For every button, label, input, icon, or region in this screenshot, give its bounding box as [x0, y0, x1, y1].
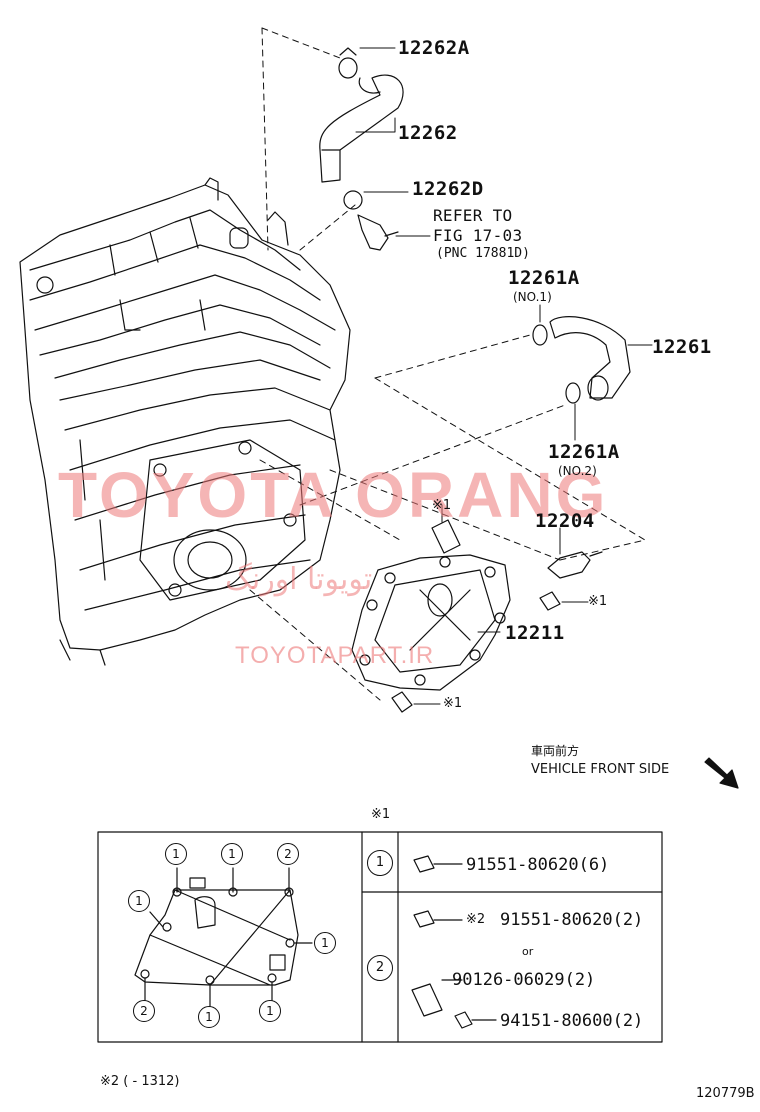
- part-label-12262a[interactable]: 12262A: [398, 37, 470, 59]
- mark-x1-nut: ※1: [588, 594, 608, 609]
- table-key-1: 1: [367, 850, 393, 876]
- part-sub-no1: (NO.1): [513, 290, 552, 304]
- refer-line-1: REFER TO: [433, 206, 513, 225]
- callout-1-e: 1: [198, 1006, 220, 1028]
- part-sub-no2: (NO.2): [558, 464, 597, 478]
- table-part-91551-6[interactable]: 91551-80620(6): [466, 855, 610, 875]
- hose-12262-drawing: [319, 74, 404, 183]
- plate-12211-drawing: [351, 554, 511, 691]
- table-prefix-x2: ※2: [466, 912, 486, 927]
- refer-line-2: FIG 17-03: [433, 226, 523, 245]
- callout-1-b: 1: [221, 843, 243, 865]
- part-label-12262d[interactable]: 12262D: [412, 178, 484, 200]
- callout-2-a: 2: [277, 843, 299, 865]
- table-header-mark: ※1: [371, 807, 391, 822]
- table-part-94151[interactable]: 94151-80600(2): [500, 1011, 644, 1031]
- callout-1-f: 1: [259, 1000, 281, 1022]
- front-arrow-icon: [704, 757, 739, 789]
- part-label-12261[interactable]: 12261: [652, 336, 712, 358]
- callout-1-c: 1: [128, 890, 150, 912]
- mark-x1-stud: ※1: [432, 498, 452, 513]
- refer-line-3: (PNC 17881D): [436, 246, 530, 261]
- part-label-12204[interactable]: 12204: [535, 510, 595, 532]
- part-label-12261a-no2[interactable]: 12261A: [548, 441, 620, 463]
- hose-12261-drawing: [549, 316, 631, 401]
- callout-1-d: 1: [314, 932, 336, 954]
- table-part-90126[interactable]: 90126-06029(2): [452, 970, 596, 990]
- part-label-12211[interactable]: 12211: [505, 622, 565, 644]
- part-label-12262[interactable]: 12262: [398, 122, 458, 144]
- part-label-12261a-no1[interactable]: 12261A: [508, 267, 580, 289]
- table-part-91551-2[interactable]: 91551-80620(2): [500, 910, 644, 930]
- watermark-arabic: تویوتا اورنگ: [225, 562, 373, 597]
- watermark-main: TOYOTA ORANG: [58, 459, 609, 531]
- table-key-2: 2: [367, 955, 393, 981]
- direction-jp: 車両前方: [531, 744, 580, 758]
- table-or: or: [522, 945, 534, 958]
- callout-1-a: 1: [165, 843, 187, 865]
- direction-en: VEHICLE FRONT SIDE: [531, 762, 670, 777]
- footnote: ※2 ( - 1312): [100, 1074, 180, 1089]
- table-plate-drawing: [134, 867, 313, 1009]
- figure-id: 120779B: [696, 1086, 755, 1101]
- table-grid: [97, 831, 663, 1043]
- mark-x1-bolt: ※1: [443, 696, 463, 711]
- watermark-site: TOYOTAPART.IR: [235, 642, 435, 669]
- callout-2-b: 2: [133, 1000, 155, 1022]
- engine-block-drawing: [19, 177, 351, 666]
